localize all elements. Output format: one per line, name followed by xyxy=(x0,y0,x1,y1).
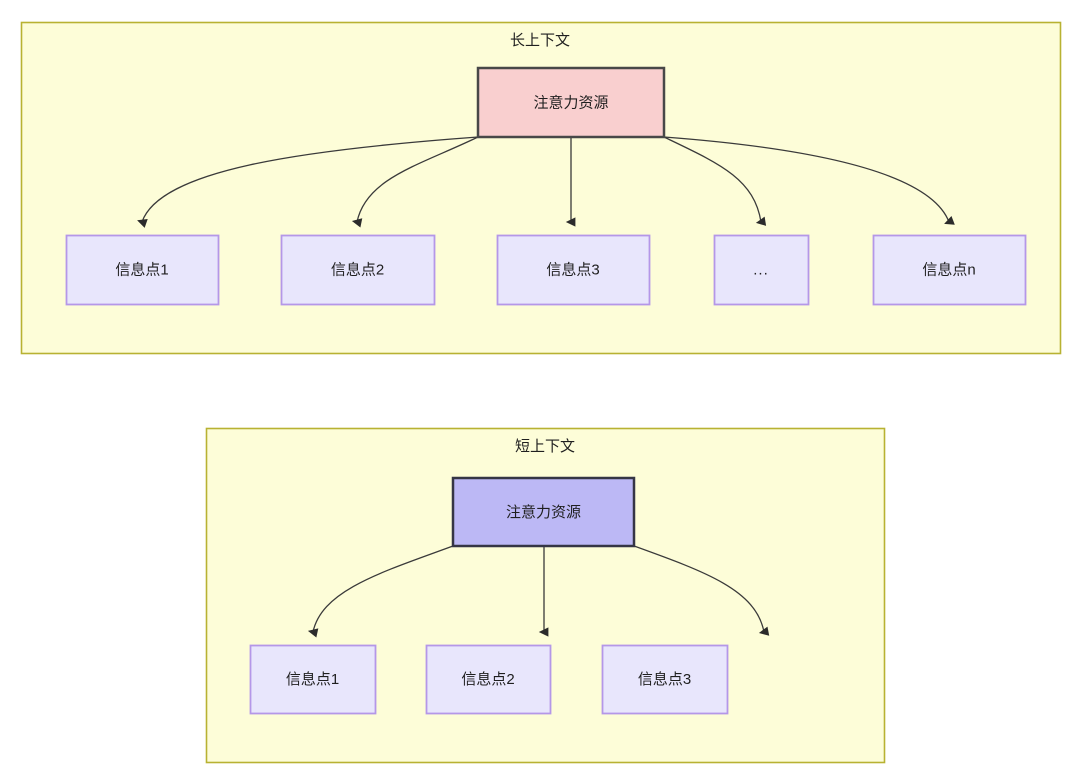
root-node-box[interactable] xyxy=(476,66,666,139)
root-attention-short[interactable]: 注意力资源 xyxy=(451,476,636,548)
leaf-short-2[interactable]: 信息点2 xyxy=(425,644,552,715)
leaf-node-box[interactable] xyxy=(872,234,1027,306)
root-node-box[interactable] xyxy=(451,476,636,548)
leaf-long-3[interactable]: 信息点3 xyxy=(496,234,651,306)
leaf-long-1[interactable]: 信息点1 xyxy=(65,234,220,306)
leaf-node-box[interactable] xyxy=(425,644,552,715)
leaf-long-4[interactable]: ... xyxy=(713,234,810,306)
leaf-node-box[interactable] xyxy=(65,234,220,306)
leaf-node-box[interactable] xyxy=(496,234,651,306)
edge-long-4 xyxy=(663,136,767,226)
leaf-node-box[interactable] xyxy=(713,234,810,306)
leaf-short-3[interactable]: 信息点3 xyxy=(601,644,729,715)
leaf-long-2[interactable]: 信息点2 xyxy=(280,234,436,306)
edge-short-3 xyxy=(633,545,770,636)
leaf-node-box[interactable] xyxy=(249,644,377,715)
leaf-node-box[interactable] xyxy=(601,644,729,715)
root-attention-long[interactable]: 注意力资源 xyxy=(476,66,666,139)
leaf-short-1[interactable]: 信息点1 xyxy=(249,644,377,715)
edge-long-1 xyxy=(137,136,479,228)
edge-long-2 xyxy=(351,136,479,228)
edge-short-1 xyxy=(307,545,454,638)
leaf-long-5[interactable]: 信息点n xyxy=(872,234,1027,306)
leaf-node-box[interactable] xyxy=(280,234,436,306)
edge-long-5 xyxy=(663,136,955,225)
